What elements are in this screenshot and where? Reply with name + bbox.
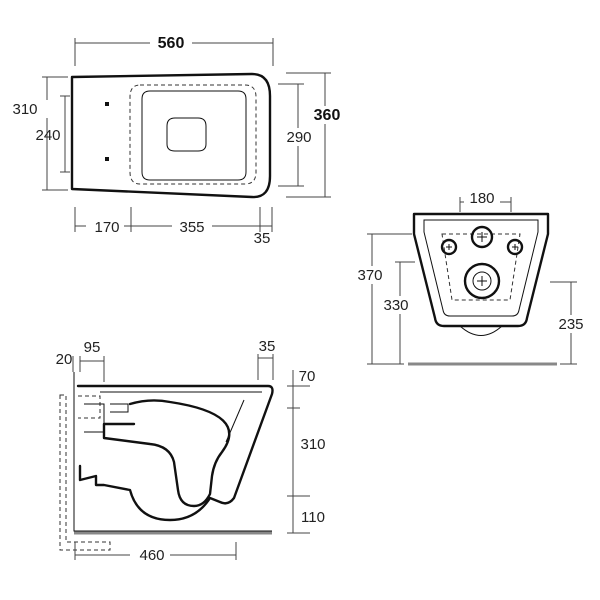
fixing-hole-icon: [105, 102, 109, 106]
dim-35-label: 35: [254, 230, 271, 247]
dim-355-label: 355: [179, 219, 204, 236]
dim-70-label: 70: [299, 368, 316, 385]
dim-360-label: 360: [314, 107, 341, 124]
dim-240-label: 240: [35, 127, 60, 144]
wall-line: [73, 372, 272, 532]
dim-560-label: 560: [158, 35, 185, 52]
front-view-bottom-bulge: [459, 325, 503, 336]
water-inlet-icon: [470, 225, 494, 249]
dim-95-label: 95: [84, 339, 101, 356]
side-view-outline: [76, 384, 274, 522]
dim-310-label: 310: [12, 101, 37, 118]
front-view-inner-dashed: [441, 233, 521, 301]
dim-170-label: 170: [94, 219, 119, 236]
side-view-inner-bowl: [102, 399, 231, 508]
dim-20-label: 20: [56, 351, 73, 368]
front-view: 180 370 330 235: [350, 190, 594, 366]
fixing-bolt-icon: [506, 238, 524, 256]
dim-110-label: 110: [301, 509, 325, 526]
front-view-outline: [412, 212, 550, 328]
dim-235-label: 235: [558, 316, 583, 333]
top-view-outline: [70, 72, 272, 199]
dim-290-label: 290: [286, 129, 311, 146]
dim-310-side-label: 310: [300, 436, 325, 453]
dim-370-label: 370: [357, 267, 382, 284]
top-view-seat-rim: [141, 90, 247, 181]
side-view: 20 95 35 70 310 110 460: [56, 338, 332, 564]
dim-35-side-label: 35: [259, 338, 276, 355]
carrier-frame-dashed: [59, 394, 111, 551]
dim-460-label: 460: [139, 547, 164, 564]
top-view: 560 310 240 290 360 170 355 35: [12, 34, 344, 247]
front-view-inner: [423, 219, 539, 317]
waste-outlet-icon: [463, 262, 501, 300]
top-view-inner-dashed: [129, 84, 257, 185]
dim-180-label: 180: [469, 190, 494, 207]
fixing-hole-icon: [105, 157, 109, 161]
fixing-bolt-icon: [440, 238, 458, 256]
dim-330-label: 330: [383, 297, 408, 314]
top-view-drain: [166, 117, 207, 152]
